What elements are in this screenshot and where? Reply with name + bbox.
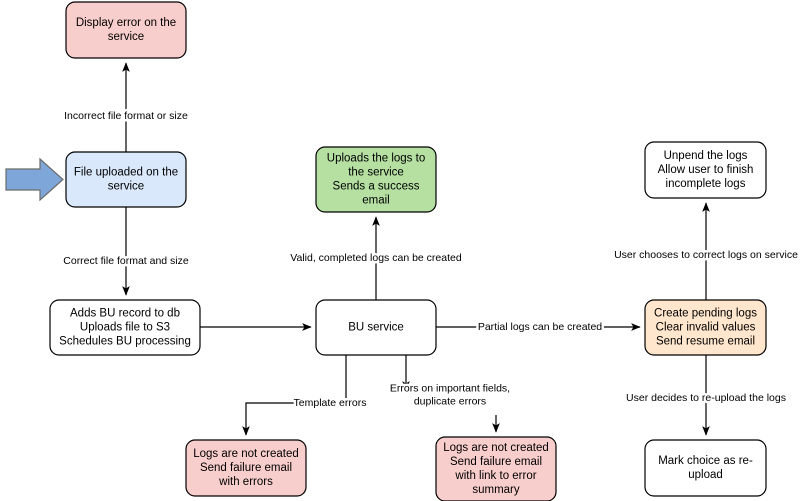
svg-text:Correct file format and size: Correct file format and size	[63, 255, 189, 267]
svg-text:Partial logs can be created: Partial logs can be created	[478, 321, 602, 333]
logs-are-not-created-with-link-to-error-summary-box[interactable]	[435, 436, 557, 501]
mark-choice-as-re-upload-box[interactable]	[644, 439, 767, 497]
svg-text:User chooses to correct logs o: User chooses to correct logs on service	[614, 249, 798, 261]
node-bu-service[interactable]: BU service	[315, 299, 437, 356]
svg-text:duplicate errors: duplicate errors	[414, 395, 486, 407]
edges-layer	[122, 62, 710, 436]
svg-text:Errors on important fields,: Errors on important fields,	[390, 382, 510, 394]
edge-template-errors	[242, 355, 347, 436]
bu-service-box[interactable]	[315, 299, 437, 356]
unpend-the-logs-box[interactable]	[644, 141, 767, 199]
svg-text:duplicate errors: duplicate errors	[414, 395, 486, 407]
svg-text:User chooses to correct logs o: User chooses to correct logs on service	[614, 249, 798, 261]
node-mark-choice-as-re-upload[interactable]: Mark choice as re-upload	[644, 439, 767, 497]
svg-text:Valid, completed logs can be c: Valid, completed logs can be created	[290, 252, 462, 264]
svg-text:Correct file format and size: Correct file format and size	[63, 255, 189, 267]
file-uploaded-on-the-service-box[interactable]	[65, 151, 187, 208]
svg-text:User decides to re-upload the: User decides to re-upload the logs	[626, 392, 786, 404]
edge-errors-on-important-fields-duplicate-errors-label: Errors on important fields,Errors on imp…	[387, 380, 512, 410]
bu-service-label: BU service	[348, 322, 404, 334]
svg-text:Incorrect file format or size: Incorrect file format or size	[64, 110, 188, 122]
svg-text:Template errors: Template errors	[294, 397, 367, 409]
edge-valid-completed-logs-can-be-created-label: Valid, completed logs can be createdVali…	[288, 249, 465, 266]
edge-user-chooses-to-correct-logs-on-service-label: User chooses to correct logs on serviceU…	[612, 246, 801, 263]
svg-text:Partial logs can be created: Partial logs can be created	[478, 321, 602, 333]
svg-text:Incorrect file format or size: Incorrect file format or size	[64, 110, 188, 122]
entry-block-arrow	[5, 157, 64, 202]
uploads-the-logs-to-the-service-box[interactable]	[315, 146, 437, 213]
mark-choice-as-re-upload-label: Mark choice as re-upload	[658, 455, 753, 481]
svg-text:Template errors: Template errors	[294, 397, 367, 409]
svg-text:Errors on important fields,: Errors on important fields,	[390, 382, 510, 394]
svg-text:Valid, completed logs can be c: Valid, completed logs can be created	[290, 252, 462, 264]
svg-text:User decides to re-upload the: User decides to re-upload the logs	[626, 392, 786, 404]
logs-are-not-created-with-errors-box[interactable]	[185, 439, 307, 497]
adds-bu-record-to-db-box[interactable]	[49, 299, 201, 356]
display-error-on-the-service-box[interactable]	[65, 1, 187, 59]
create-pending-logs-box[interactable]	[644, 299, 767, 356]
